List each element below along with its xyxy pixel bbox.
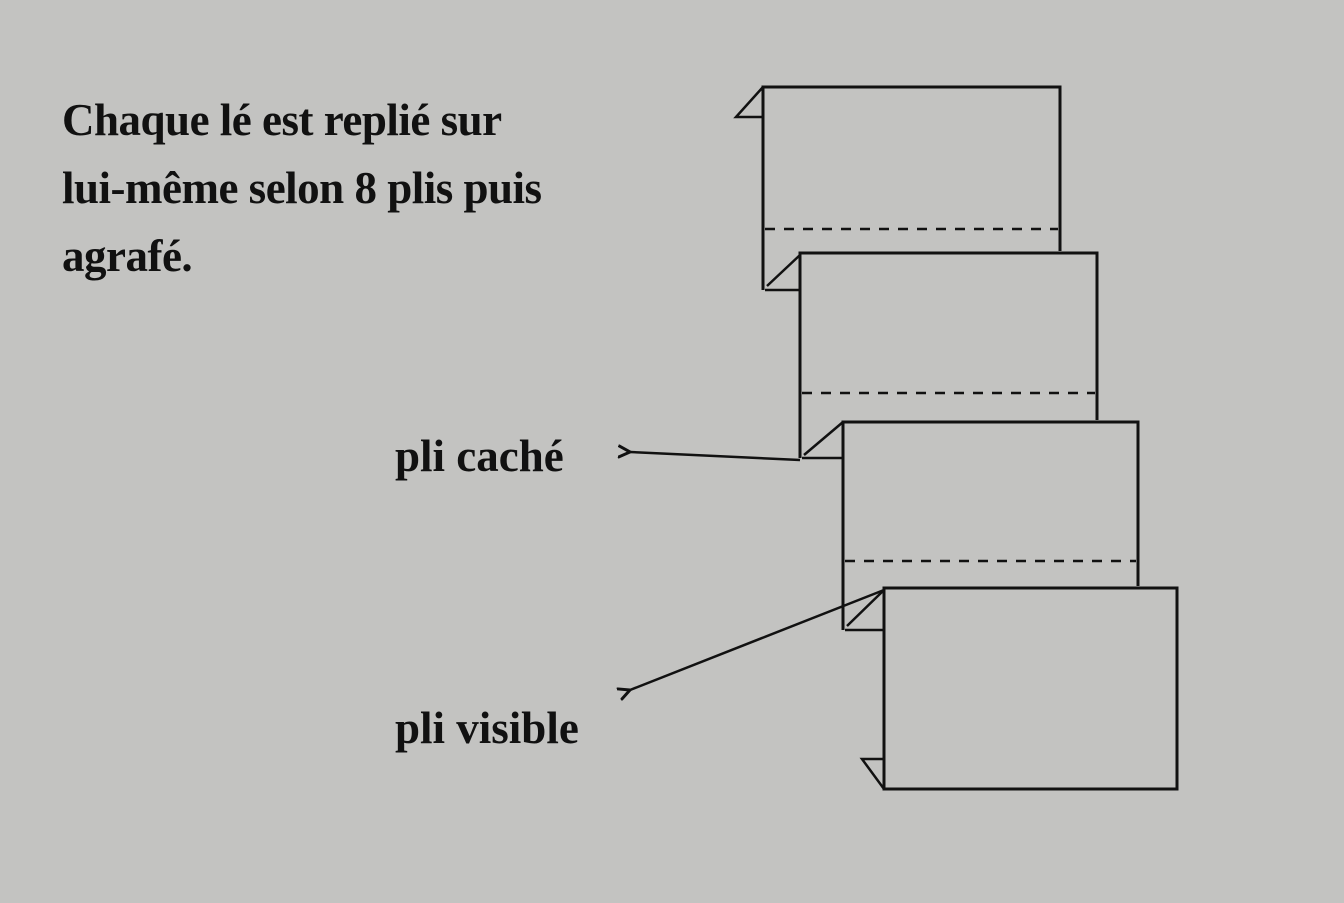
visible-fold-label: pli visible — [395, 703, 579, 753]
strip-panel-3 — [841, 420, 1140, 632]
description-text: Chaque lé est replié sur lui-même selon … — [62, 86, 542, 290]
title-line-3: agrafé. — [62, 231, 193, 281]
title-line-1: Chaque lé est replié sur — [62, 95, 502, 145]
strip-panel-1 — [733, 85, 1062, 292]
hidden-fold-arrow — [630, 452, 801, 462]
title-line-2: lui-même selon 8 plis puis — [62, 163, 542, 213]
strip-panel-2 — [798, 251, 1099, 460]
visible-fold-arrow — [630, 588, 885, 690]
hidden-fold-label: pli caché — [395, 431, 564, 481]
strip-panel-4 — [859, 586, 1179, 791]
